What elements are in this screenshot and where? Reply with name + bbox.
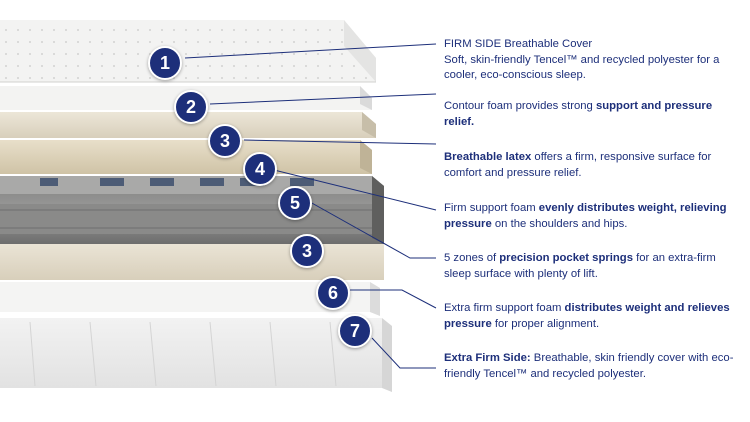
- bottom-cover-layer: [0, 318, 392, 392]
- callout-7-text: Breathable, skin friendly cover with eco…: [444, 352, 734, 380]
- callout-6: Extra firm support foam distributes weig…: [444, 301, 744, 332]
- pocket-spring-layer: [0, 176, 384, 244]
- top-cover-layer: [0, 20, 376, 83]
- callout-7-bold: Extra Firm Side:: [444, 352, 531, 364]
- callout-3-bold: Breathable latex: [444, 151, 532, 163]
- callout-5-post: for an extra-firm sleep surface with ple…: [444, 252, 716, 280]
- callout-6-bold: distributes weight and relieves pressure: [444, 302, 730, 330]
- callout-6-text: Extra firm support foam: [444, 302, 565, 314]
- leader-lines: [184, 43, 437, 369]
- badge-3-springs: 3: [290, 234, 324, 268]
- callout-1-title: FIRM SIDE Breathable Cover: [444, 38, 593, 50]
- badge-7: 7: [338, 314, 372, 348]
- base-foam-layer: [0, 240, 384, 280]
- callout-1-body: Soft, skin-friendly Tencel™ and recycled…: [444, 53, 720, 82]
- badge-5: 5: [278, 186, 312, 220]
- badge-6: 6: [316, 276, 350, 310]
- callout-4-bold2: relieving pressure: [444, 202, 727, 230]
- callout-2-text: Contour foam provides strong: [444, 100, 596, 112]
- callout-4-text: Firm support foam: [444, 202, 539, 214]
- callout-4: Firm support foam evenly distributes wei…: [444, 201, 744, 232]
- callout-6-post: for proper alignment.: [491, 317, 600, 330]
- callout-3: Breathable latex offers a firm, responsi…: [444, 150, 744, 181]
- callout-5: 5 zones of precision pocket springs for …: [444, 251, 744, 282]
- callout-3-text: offers a firm, responsive surface for co…: [444, 151, 712, 179]
- callout-7: Extra Firm Side: Breathable, skin friend…: [444, 351, 744, 382]
- badge-2: 2: [174, 90, 208, 124]
- badge-4: 4: [243, 152, 277, 186]
- badge-3: 3: [208, 124, 242, 158]
- latex-layer: [0, 140, 372, 174]
- callout-1: FIRM SIDE Breathable Cover Soft, skin-fr…: [444, 37, 744, 84]
- callout-2: Contour foam provides strong support and…: [444, 99, 744, 130]
- callout-5-text: 5 zones of: [444, 252, 500, 264]
- callout-4-bold: evenly distributes weight,: [538, 202, 677, 214]
- callout-4-post: on the shoulders and hips.: [491, 217, 628, 230]
- callout-2-bold: support and pressure relief.: [444, 100, 713, 128]
- contour-foam-layer: [0, 112, 376, 138]
- callout-5-bold: precision pocket springs: [499, 252, 633, 264]
- badge-1: 1: [148, 46, 182, 80]
